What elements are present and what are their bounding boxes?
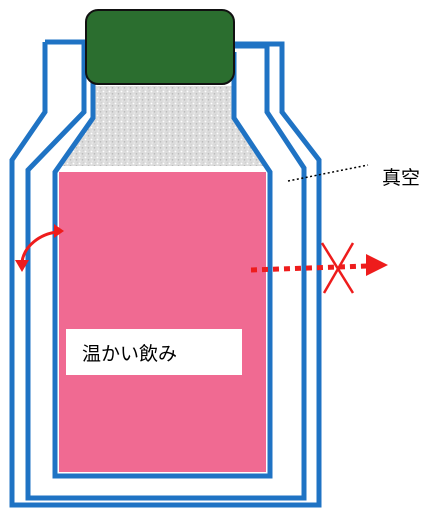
warm-drink-liquid [59,172,266,472]
vacuum-label: 真空 [382,167,420,189]
blocked-cross-stroke-2 [322,242,355,294]
convection-arrow [20,230,58,263]
heat-transfer-arrowhead [366,254,388,276]
air-gap-region [58,86,268,166]
inner-wall [52,52,273,479]
warm-drink-label: 温かい飲み [82,343,177,365]
heat-transfer-arrow [250,263,369,273]
convection-arrow-head-bottom [15,260,29,272]
vacuum-leader-line [287,164,369,182]
warm-drink-label-box [66,329,242,375]
bottle-cap [85,9,235,85]
convection-arrow-head-top [54,224,64,238]
outer-wall-left-edge [9,41,322,508]
outer-wall [25,39,307,501]
